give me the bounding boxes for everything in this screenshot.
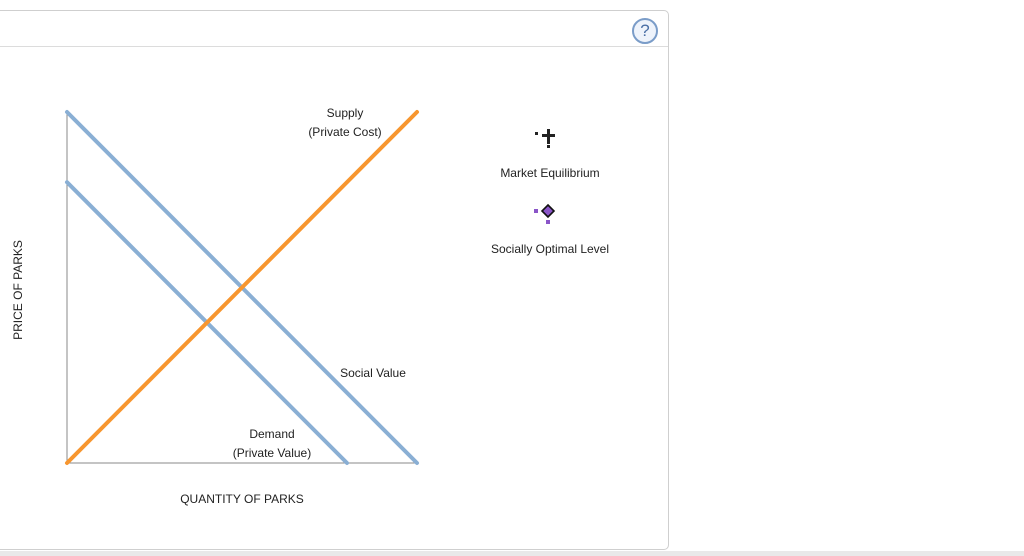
- socially-optimal-level-label: Socially Optimal Level: [490, 242, 610, 256]
- social-value-label: Social Value: [340, 366, 406, 380]
- supply-curve[interactable]: [65, 110, 419, 465]
- plus-marker-icon[interactable]: [532, 127, 558, 149]
- help-icon: ?: [640, 21, 650, 40]
- diamond-marker-icon[interactable]: [532, 202, 558, 226]
- graph-panel: [0, 10, 669, 550]
- x-axis-label: QUANTITY OF PARKS: [180, 492, 304, 506]
- panel-header: [0, 11, 668, 47]
- help-button[interactable]: ?: [632, 18, 658, 44]
- demand-label-line-1: Demand: [249, 427, 294, 441]
- supply-label-line-1: Supply: [327, 106, 364, 120]
- supply-label-line-2: (Private Cost): [308, 125, 381, 139]
- y-axis-label: PRICE OF PARKS: [11, 240, 25, 340]
- bottom-border: [0, 551, 1024, 556]
- demand-label-line-2: (Private Value): [233, 446, 311, 460]
- market-equilibrium-label: Market Equilibrium: [500, 166, 600, 180]
